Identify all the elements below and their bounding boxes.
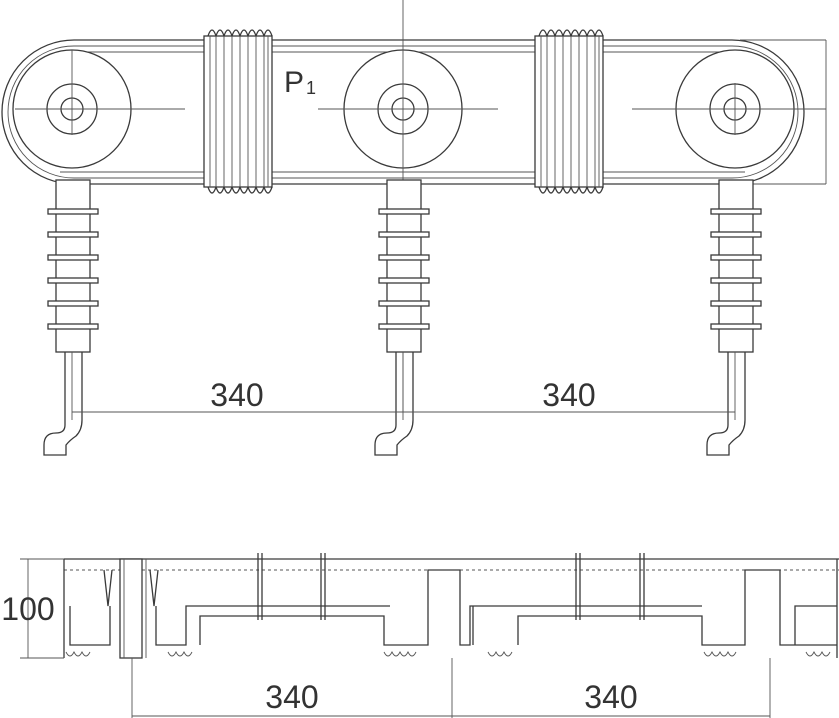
insulator-left [43, 179, 99, 456]
dimension-label-height: 100 [1, 591, 54, 627]
bellows-right [534, 29, 604, 194]
insulator-center [374, 179, 430, 456]
dimension-label-top-left: 340 [210, 377, 263, 413]
top-view: P1 340 340 [1, 0, 827, 456]
insulator-right [706, 179, 762, 456]
pulley-right [632, 49, 826, 169]
side-view: 100 340 340 [1, 553, 839, 718]
dimension-label-top-right: 340 [542, 377, 595, 413]
dimension-label-bottom-right: 340 [584, 679, 637, 715]
side-profile [69, 569, 837, 646]
bellows-left [203, 29, 273, 194]
pulley-left [12, 49, 185, 169]
dimension-label-bottom-left: 340 [265, 679, 318, 715]
